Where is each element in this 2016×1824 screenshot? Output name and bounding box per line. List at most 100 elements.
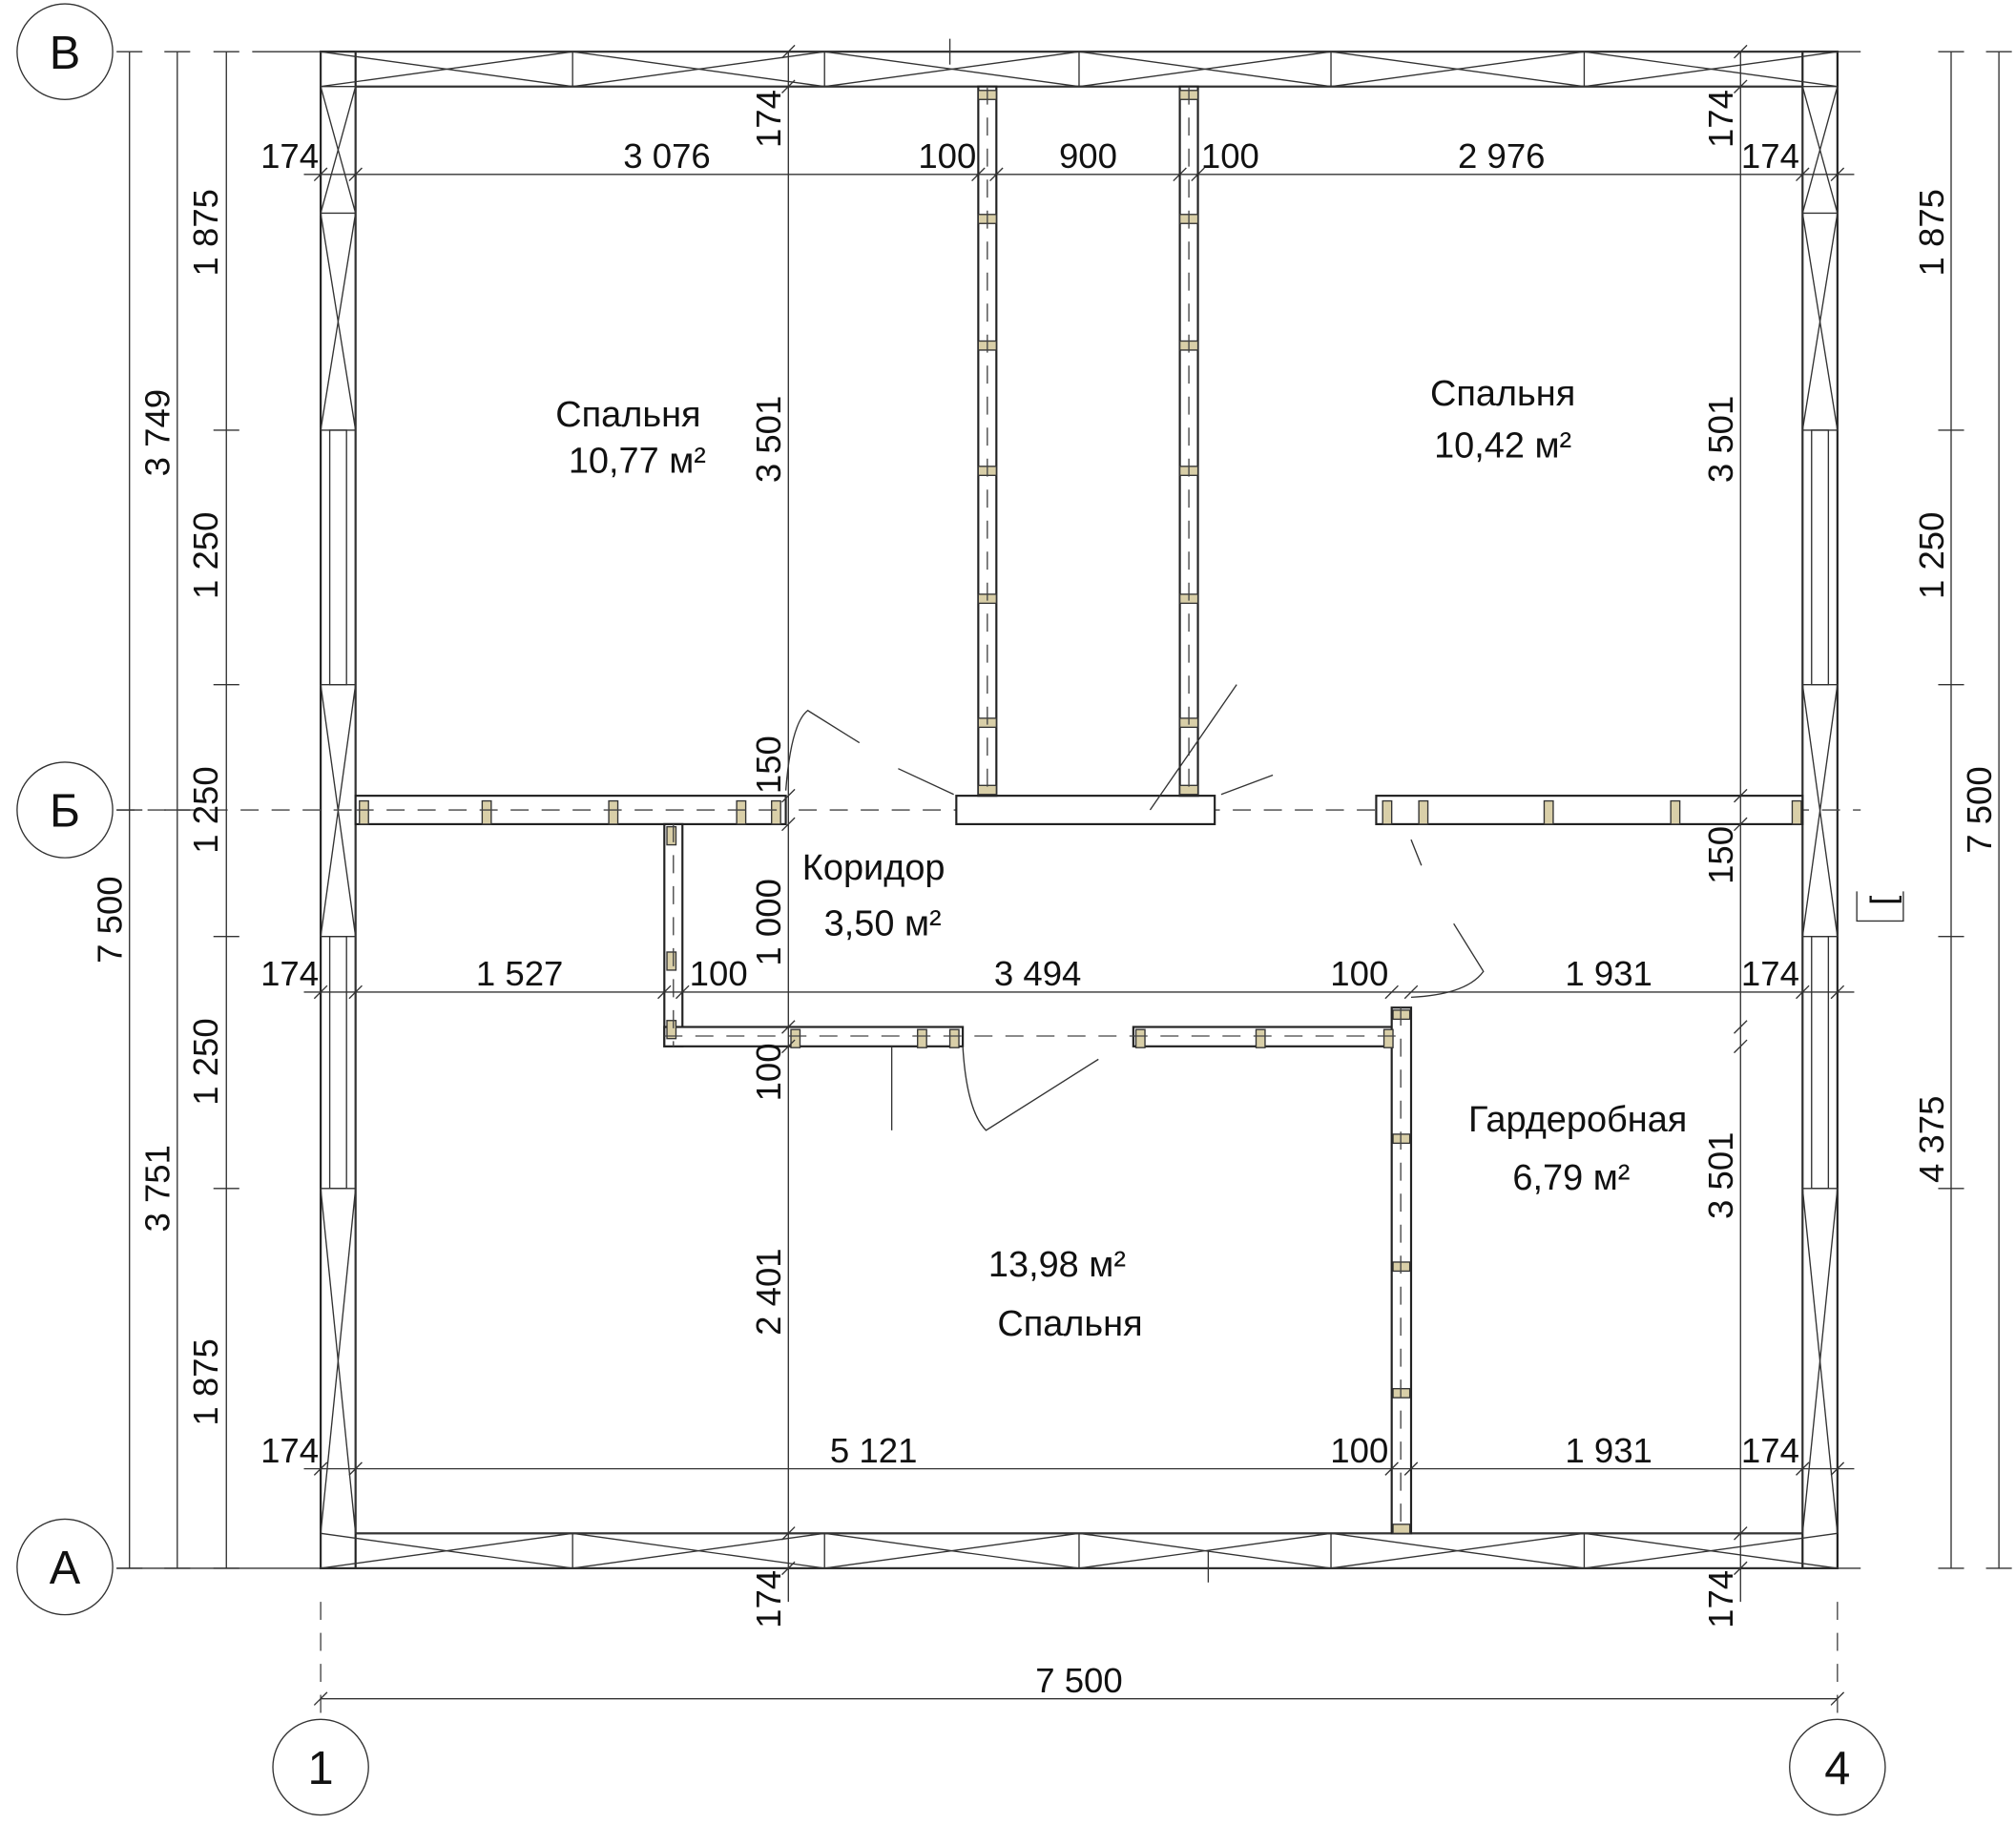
axis-label-a: А bbox=[50, 1543, 81, 1594]
dim-tick bbox=[1734, 1561, 1748, 1576]
dim-text: 1 250 bbox=[186, 766, 225, 853]
dim-text: 100 bbox=[1330, 954, 1388, 993]
stud bbox=[736, 799, 747, 825]
dim-tick bbox=[1830, 1461, 1845, 1476]
door-swing bbox=[784, 709, 861, 791]
dim-tick bbox=[1796, 1461, 1810, 1476]
dim-text: 3 501 bbox=[749, 396, 788, 483]
dim-text: 5 121 bbox=[830, 1431, 917, 1470]
dim-tick bbox=[1734, 1020, 1748, 1034]
axis-circle-4 bbox=[1789, 1718, 1886, 1816]
dim-text: 174 bbox=[1701, 1570, 1740, 1628]
dim-tick bbox=[1830, 985, 1845, 1000]
partition-wall bbox=[955, 795, 1216, 826]
dim-tick bbox=[1734, 788, 1748, 803]
dim-text: 1 931 bbox=[1565, 954, 1652, 993]
stud bbox=[790, 1028, 801, 1048]
stud bbox=[359, 799, 369, 825]
dim-text: 150 bbox=[749, 736, 788, 794]
stud bbox=[1670, 799, 1681, 825]
wall-brace bbox=[1801, 1188, 1839, 1534]
dim-tick bbox=[1384, 1461, 1399, 1476]
dimension-texts: 174 3 076 100 900 100 2 976 174 174 1 52… bbox=[91, 90, 1999, 1700]
plan-geometry bbox=[116, 38, 2012, 1718]
dim-text: 7 500 bbox=[1035, 1661, 1122, 1700]
dim-text: 174 bbox=[1741, 1431, 1799, 1470]
dim-text: 100 bbox=[1201, 136, 1259, 176]
axis-label-v: В bbox=[50, 28, 81, 79]
room-area: 3,50 м² bbox=[824, 903, 942, 943]
dim-tick bbox=[781, 44, 796, 59]
dim-text: 174 bbox=[1741, 136, 1799, 176]
dim-tick bbox=[313, 1691, 328, 1706]
wall-brace bbox=[1801, 86, 1839, 214]
dim-tick bbox=[348, 985, 363, 1000]
dim-tick bbox=[1734, 817, 1748, 832]
wall-brace bbox=[1078, 51, 1332, 88]
dim-tick bbox=[1384, 985, 1399, 1000]
dim-tick bbox=[1830, 1691, 1845, 1706]
door-leaf bbox=[898, 768, 954, 796]
dim-tick bbox=[781, 79, 796, 93]
room-area: 6,79 м² bbox=[1512, 1158, 1630, 1198]
dim-text: 1 875 bbox=[186, 1338, 225, 1425]
door-swing bbox=[962, 1046, 1099, 1131]
dim-tick bbox=[313, 1461, 328, 1476]
dim-text: 3 494 bbox=[994, 954, 1081, 993]
room-name: Спальня bbox=[555, 395, 700, 435]
dim-tick bbox=[781, 1039, 796, 1054]
dim-text: 174 bbox=[1741, 954, 1799, 993]
room-area: 13,98 м² bbox=[988, 1245, 1126, 1285]
room-area: 10,77 м² bbox=[569, 442, 706, 482]
dim-text: 3 501 bbox=[1701, 396, 1740, 483]
room-labels: Спальня 10,77 м² Спальня 10,42 м² Коридо… bbox=[555, 374, 1687, 1344]
stud bbox=[1791, 799, 1802, 825]
axis-circle-a bbox=[16, 1518, 114, 1616]
stud bbox=[666, 825, 677, 846]
stud bbox=[666, 1020, 677, 1040]
axis-label-1: 1 bbox=[308, 1743, 334, 1794]
dim-text: 3 501 bbox=[1701, 1132, 1740, 1219]
dim-tick bbox=[1403, 1461, 1419, 1476]
stud bbox=[1382, 1028, 1394, 1048]
dim-tick bbox=[675, 985, 690, 1000]
dim-tick bbox=[1796, 167, 1810, 182]
dim-text: 3 749 bbox=[138, 389, 177, 476]
stud bbox=[1418, 799, 1429, 825]
dim-tick bbox=[1173, 167, 1187, 182]
axis-circle-b bbox=[16, 761, 114, 859]
dim-tick bbox=[657, 985, 672, 1000]
dim-tick bbox=[971, 167, 986, 182]
stud bbox=[1392, 1523, 1411, 1535]
dim-text: 2 401 bbox=[749, 1248, 788, 1335]
dim-text: 100 bbox=[749, 1043, 788, 1101]
stud bbox=[1543, 799, 1554, 825]
axis-circle-1 bbox=[272, 1718, 369, 1816]
wall-brace bbox=[1801, 213, 1839, 431]
section-mark: [ bbox=[1862, 896, 1902, 905]
wall-brace bbox=[320, 213, 357, 431]
dim-text: 1 000 bbox=[749, 879, 788, 965]
dim-text: 1 527 bbox=[476, 954, 563, 993]
stud bbox=[608, 799, 619, 825]
door-leaf bbox=[1220, 774, 1274, 796]
wall-brace bbox=[1330, 1532, 1585, 1569]
dim-text: 2 976 bbox=[1458, 136, 1545, 176]
stud bbox=[666, 951, 677, 971]
dim-text: 1 875 bbox=[186, 189, 225, 276]
wall-brace bbox=[321, 1532, 573, 1569]
room-area: 10,42 м² bbox=[1434, 425, 1571, 466]
wall-brace bbox=[1801, 684, 1839, 937]
wall-brace bbox=[1584, 1532, 1838, 1569]
dim-text: 3 751 bbox=[138, 1145, 177, 1232]
dim-tick bbox=[1734, 1039, 1748, 1054]
dim-tick bbox=[781, 1561, 796, 1576]
stud bbox=[977, 784, 997, 796]
partition-wall bbox=[1375, 795, 1804, 826]
dim-text: 1 250 bbox=[186, 1018, 225, 1105]
dim-tick bbox=[1734, 1526, 1748, 1541]
wall-brace bbox=[824, 1532, 1080, 1569]
section-mark-frame bbox=[1856, 891, 1904, 922]
wall-brace bbox=[1078, 1532, 1332, 1569]
